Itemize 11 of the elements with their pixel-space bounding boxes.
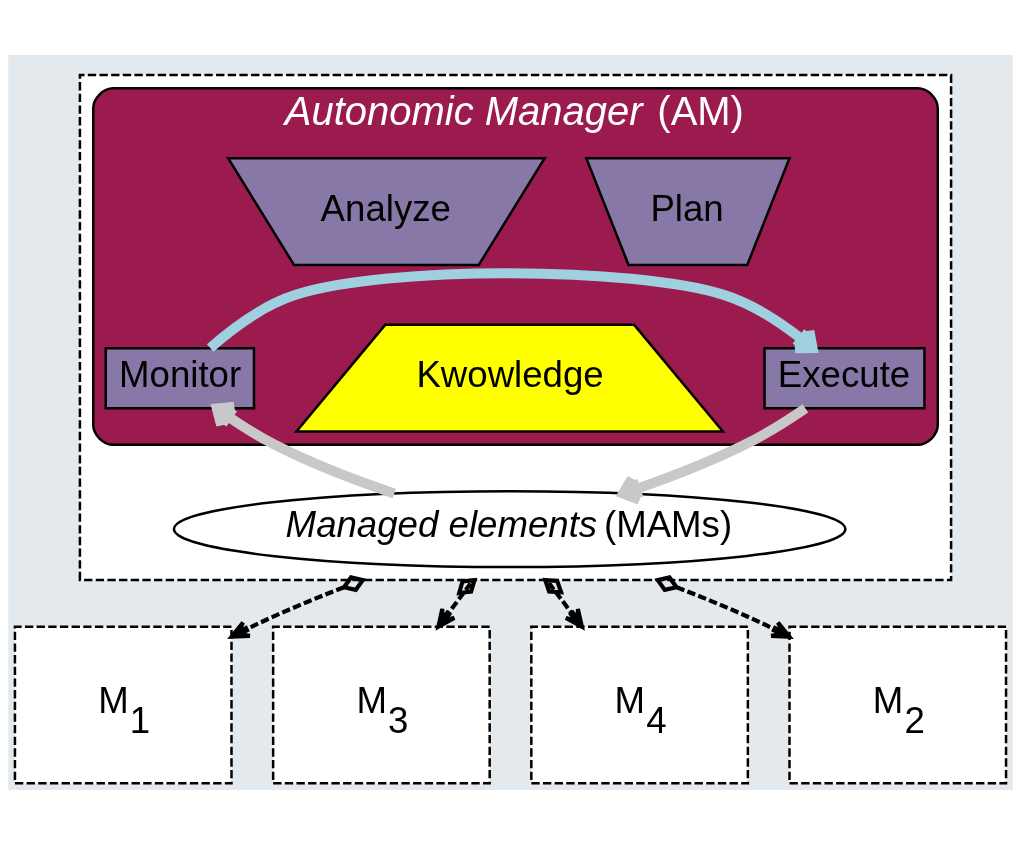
arrow [211,401,396,499]
arrow [618,404,809,505]
node-box: Execute [763,346,926,410]
cluster [78,73,953,582]
node-ellipse: Managed elements (MAMs) [172,489,847,569]
arrow [654,575,792,639]
arrow [436,577,478,629]
arrow [229,575,367,639]
node-box: Monitor [104,346,256,410]
arrow [542,577,584,629]
arrow [206,268,818,354]
